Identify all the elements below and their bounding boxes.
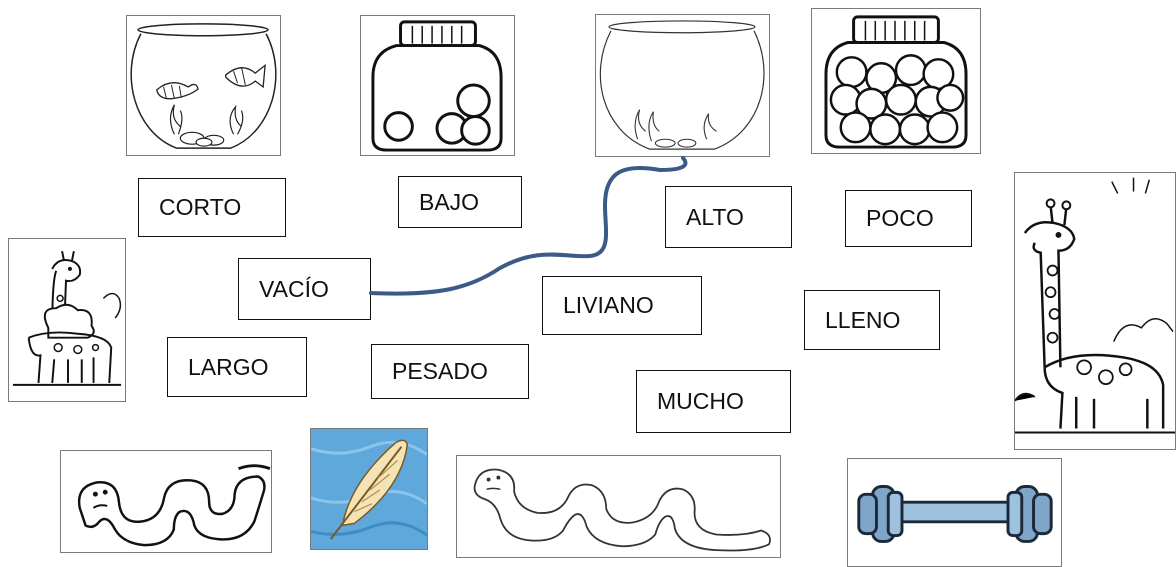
short-giraffe-image[interactable] <box>8 238 126 402</box>
word-label-bajo: BAJO <box>419 188 480 215</box>
word-label-mucho: MUCHO <box>657 388 744 414</box>
word-label-lleno: LLENO <box>825 306 901 333</box>
long-worm-image[interactable] <box>456 455 781 558</box>
short-worm-image[interactable] <box>60 450 272 553</box>
short-giraffe-icon <box>12 250 122 386</box>
word-card-lleno[interactable]: LLENO <box>804 290 940 350</box>
word-card-alto[interactable]: ALTO <box>665 186 792 248</box>
empty-fishbowl-icon <box>599 20 765 150</box>
jar-many-balls-image[interactable] <box>811 8 981 154</box>
word-label-alto: ALTO <box>686 203 744 230</box>
word-card-bajo[interactable]: BAJO <box>398 176 522 228</box>
short-worm-icon <box>77 464 271 547</box>
feather-icon <box>311 429 427 549</box>
word-card-pesado[interactable]: PESADO <box>371 344 529 399</box>
tall-giraffe-icon <box>1015 177 1175 434</box>
long-worm-icon <box>473 468 771 552</box>
fishbowl-with-fish-image[interactable] <box>126 15 281 156</box>
dumbbell-icon <box>857 485 1053 543</box>
word-card-mucho[interactable]: MUCHO <box>636 370 791 433</box>
jar-few-balls-image[interactable] <box>360 15 515 156</box>
word-label-largo: LARGO <box>188 353 269 380</box>
fishbowl-with-fish-icon <box>130 23 277 149</box>
word-label-poco: POCO <box>866 205 934 231</box>
word-card-poco[interactable]: POCO <box>845 190 972 247</box>
jar-few-balls-icon <box>371 20 503 152</box>
word-label-vacio: VACÍO <box>259 275 329 302</box>
word-label-pesado: PESADO <box>392 358 488 384</box>
jar-many-balls-icon <box>824 15 968 149</box>
word-card-corto[interactable]: CORTO <box>138 178 286 237</box>
tall-giraffe-image[interactable] <box>1014 172 1176 450</box>
word-label-liviano: LIVIANO <box>563 292 654 318</box>
word-card-largo[interactable]: LARGO <box>167 337 307 397</box>
word-label-corto: CORTO <box>159 194 242 220</box>
empty-fishbowl-image[interactable] <box>595 14 770 157</box>
word-card-vacio[interactable]: VACÍO <box>238 258 371 320</box>
feather-image[interactable] <box>310 428 428 550</box>
word-card-liviano[interactable]: LIVIANO <box>542 276 702 335</box>
dumbbell-image[interactable] <box>847 458 1062 567</box>
